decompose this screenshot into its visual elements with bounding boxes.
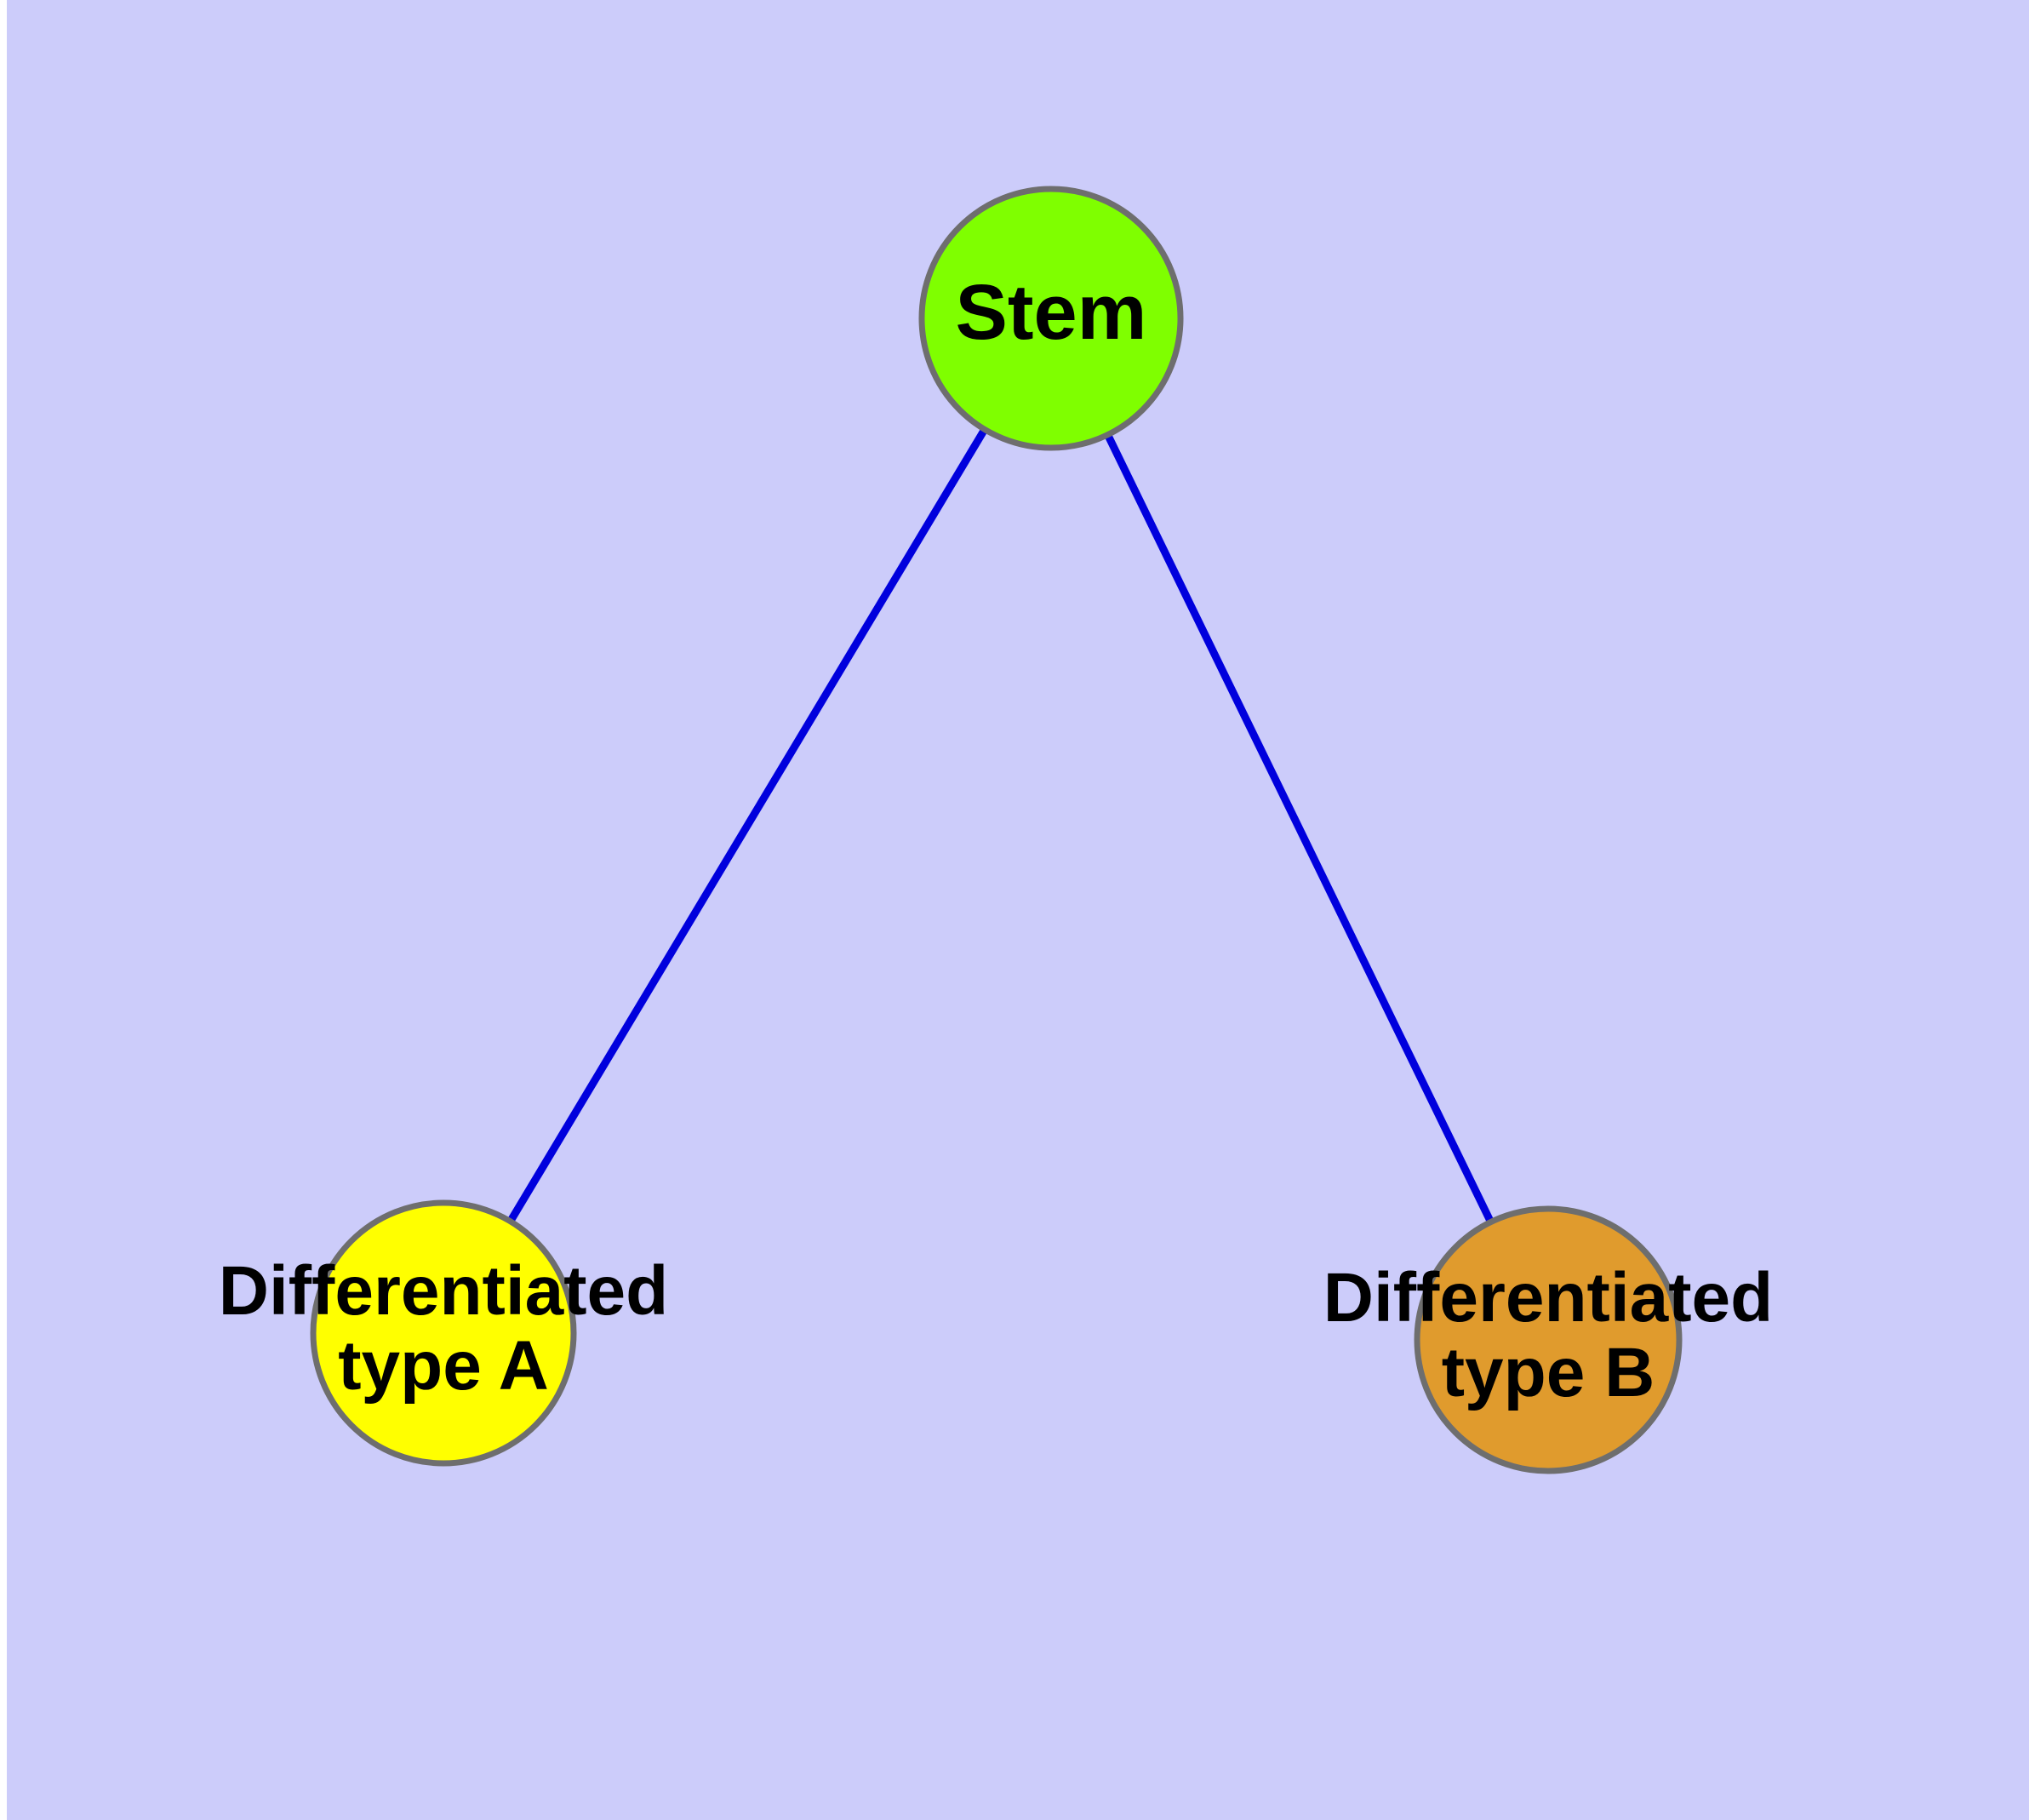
node-circle-diff_a[interactable]: [310, 1199, 577, 1467]
node-label-line: Differentiated: [219, 1252, 669, 1330]
node-circle-stem[interactable]: [918, 186, 1184, 451]
node-label-line: type B: [1442, 1334, 1655, 1411]
graph-edge-stem-to-a: [508, 429, 987, 1222]
graph-edge-stem-to-b: [1105, 435, 1494, 1222]
edges-layer: [508, 429, 1494, 1222]
node-label-line: Stem: [956, 269, 1147, 356]
node-label-line: type A: [338, 1327, 549, 1405]
graph-node-stem[interactable]: Stem: [918, 186, 1184, 451]
node-label-stem: Stem: [956, 269, 1147, 356]
node-circle-diff_b[interactable]: [1414, 1205, 1683, 1474]
node-label-line: Differentiated: [1323, 1259, 1774, 1336]
